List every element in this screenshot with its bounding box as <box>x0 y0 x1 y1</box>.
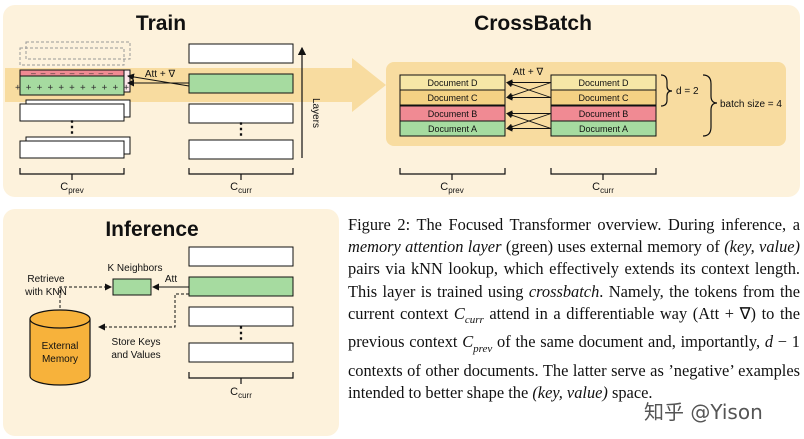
cb-curr-doc-label-3: Document A <box>579 124 628 134</box>
cb-prev-doc-label-0: Document D <box>427 78 478 88</box>
k-neighbors-label: K Neighbors <box>107 263 162 274</box>
cb-prev-bracket <box>399 168 506 180</box>
cb-curr-doc-label-0: Document D <box>578 78 629 88</box>
train-minus-row: – – – – – – – – – <box>31 69 113 78</box>
train-prev-ellipsis: ⋮ <box>64 119 80 136</box>
d-label: d = 2 <box>676 86 699 97</box>
memory-label-1: External <box>42 341 79 352</box>
retrieve-arrow <box>59 283 112 318</box>
cb-prev-doc-3 <box>399 120 506 137</box>
train-att-label: Att + ∇ <box>145 69 176 80</box>
layers-label: Layers <box>310 98 321 128</box>
train-plus-row: + + + + + + + + + + + <box>15 83 129 93</box>
train-ccurr-label: Ccurr <box>230 181 252 195</box>
train-prev-bracket <box>19 168 125 180</box>
cb-attention-arrow-3 <box>506 81 552 98</box>
inf-curr-ellipsis: ⋮ <box>233 325 249 342</box>
train-cprev-label: Cprev <box>60 181 84 195</box>
inf-curr-box-3 <box>188 306 294 327</box>
train-curr-bracket <box>188 168 294 180</box>
retrieve-label-2: with KNN <box>24 287 67 298</box>
train-curr-layer-green <box>188 73 294 94</box>
train-curr-box-4 <box>188 139 294 160</box>
retrieve-label-1: Retrieve <box>27 274 65 285</box>
batch-size-label: batch size = 4 <box>720 99 782 110</box>
train-prev-box-3 <box>19 103 125 122</box>
inf-curr-bracket <box>188 372 294 384</box>
cb-att-label: Att + ∇ <box>513 67 544 78</box>
att-label: Att <box>165 274 177 285</box>
inference-title: Inference <box>105 218 198 241</box>
store-label-1: Store Keys <box>112 337 161 348</box>
train-curr-box-1 <box>188 43 294 64</box>
inf-curr-box-4 <box>188 342 294 363</box>
crossbatch-title: CrossBatch <box>474 12 592 35</box>
train-prev-layer-outline <box>19 69 125 96</box>
cb-curr-bracket <box>550 168 657 180</box>
watermark: 知乎 @Yison <box>644 400 763 424</box>
inf-curr-layer-green <box>188 276 294 297</box>
k-neighbors-box <box>112 278 152 296</box>
train-title: Train <box>136 12 186 35</box>
inf-ccurr-label: Ccurr <box>230 386 252 400</box>
train-att-arrow-2 <box>127 73 190 87</box>
cb-prev-doc-label-2: Document B <box>428 109 478 119</box>
store-arrow-line <box>98 293 189 331</box>
cb-ccurr-label: Ccurr <box>592 181 614 195</box>
train-curr-box-3 <box>188 103 294 124</box>
cb-prev-doc-label-3: Document A <box>428 124 477 134</box>
cb-cprev-label: Cprev <box>440 181 464 195</box>
train-prev-dashed-box-2 <box>19 47 125 66</box>
batch-bracket <box>702 74 718 137</box>
cb-prev-doc-1 <box>399 89 506 106</box>
inf-curr-box-1 <box>188 246 294 267</box>
cb-curr-doc-label-1: Document C <box>578 93 629 103</box>
external-memory-top <box>29 309 91 329</box>
train-curr-ellipsis: ⋮ <box>233 121 249 138</box>
d-bracket <box>660 74 673 107</box>
memory-label-2: Memory <box>42 354 78 365</box>
train-prev-dashed-box <box>25 41 131 60</box>
figure-caption: Figure 2: The Focused Transformer overvi… <box>348 215 801 402</box>
cb-curr-doc-label-2: Document B <box>579 109 629 119</box>
external-memory-cylinder <box>29 319 91 386</box>
cb-prev-doc-label-1: Document C <box>427 93 478 103</box>
expand-arrow <box>340 58 386 112</box>
train-prev-box-4 <box>19 140 125 159</box>
cb-attention-arrow-7 <box>506 112 552 129</box>
train-prev-layer-minus <box>20 70 124 78</box>
store-label-2: and Values <box>111 350 160 361</box>
